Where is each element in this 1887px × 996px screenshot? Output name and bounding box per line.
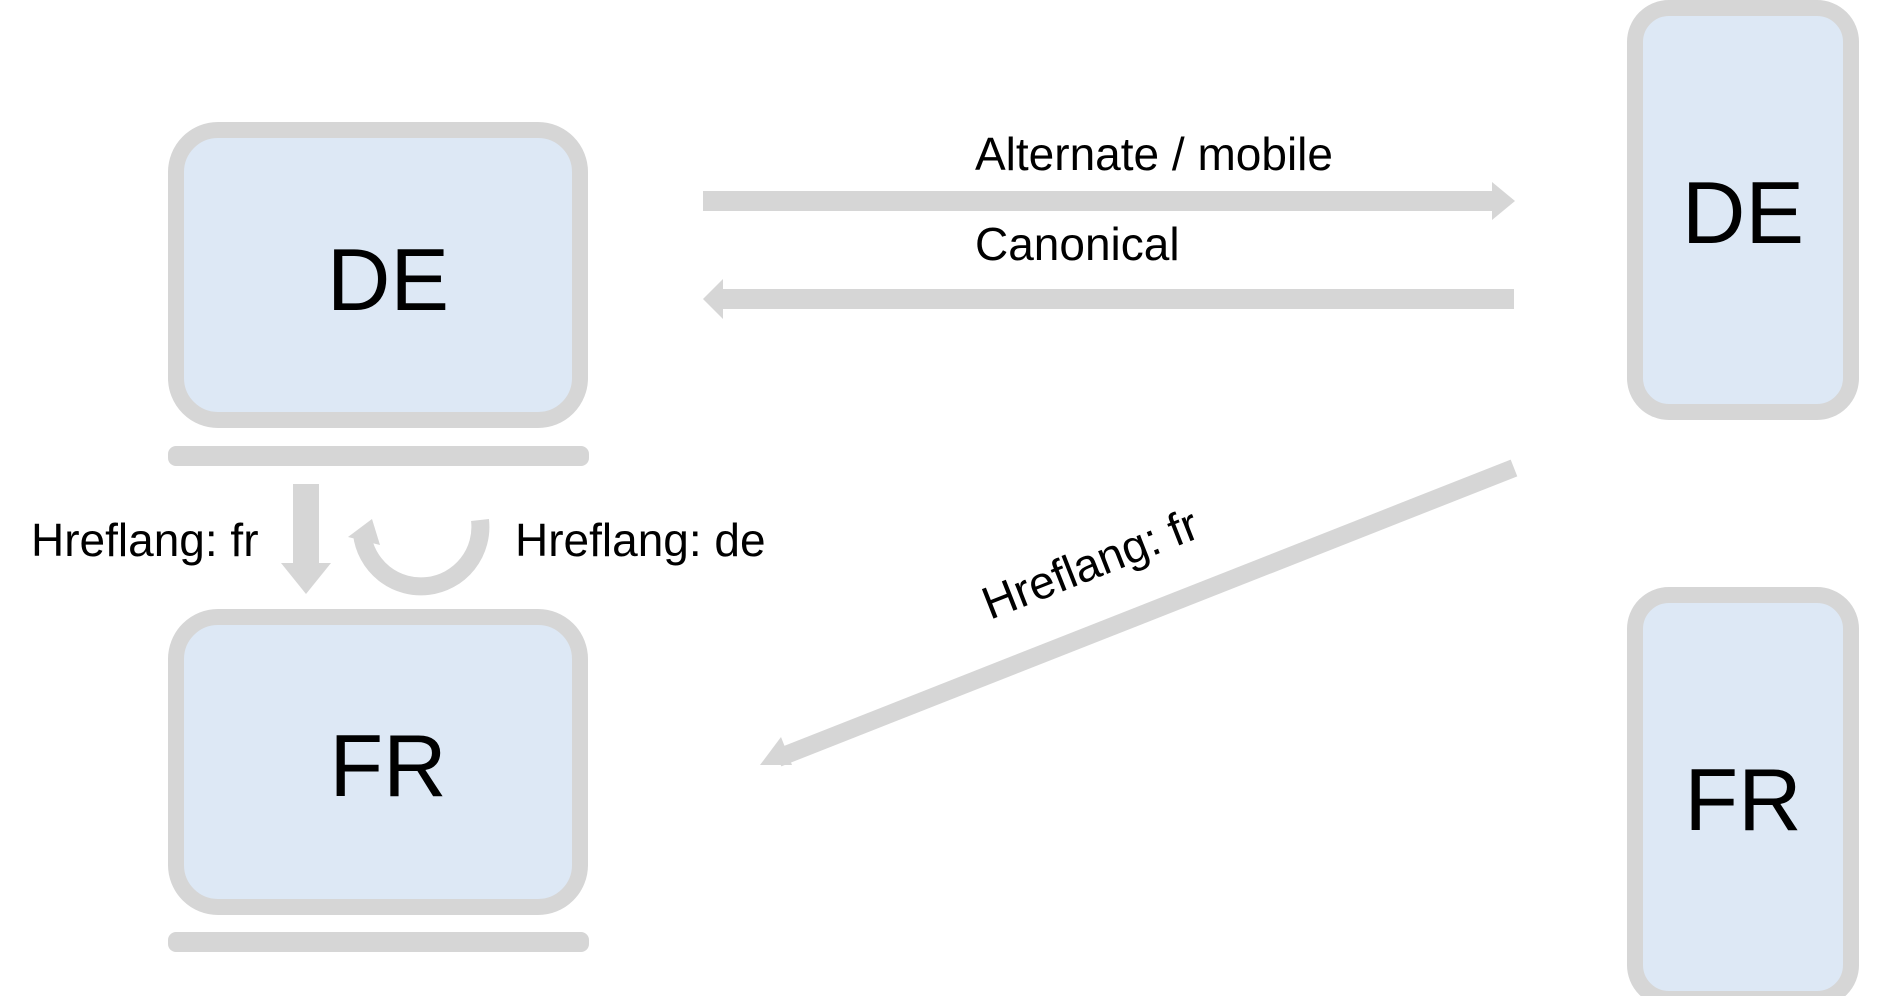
desktop-fr-device: FR [168, 609, 589, 952]
mobile-fr-label: FR [1684, 750, 1801, 849]
mobile-fr-device: FR [1627, 587, 1859, 996]
hreflang-de-curved-arrow-head [348, 519, 380, 545]
hreflang-fr-down-arrow-head [281, 563, 331, 594]
mobile-de-screen [1627, 0, 1859, 420]
hreflang-fr-down-arrow-shaft [293, 484, 319, 566]
hreflang-fr-diagonal-arrow-shaft [774, 459, 1518, 767]
canonical-arrow-head [703, 279, 723, 319]
hreflang-fr-down-arrow [281, 484, 331, 594]
desktop-de-device: DE [168, 122, 589, 466]
hreflang-de-desktop-label: Hreflang: de [515, 514, 766, 566]
hreflang-fr-diagonal-arrow [760, 459, 1518, 767]
hreflang-de-curved-arrow-shaft [353, 518, 490, 596]
desktop-fr-screen [168, 609, 588, 915]
mobile-de-label: DE [1682, 163, 1804, 262]
desktop-de-base [168, 446, 589, 466]
desktop-fr-base [168, 932, 589, 952]
canonical-arrow-shaft [722, 289, 1514, 309]
alternate-arrow-shaft [703, 191, 1493, 211]
hreflang-fr-diagonal-arrow-head [760, 737, 792, 765]
mobile-fr-screen [1627, 587, 1859, 996]
alternate-label: Alternate / mobile [975, 128, 1333, 180]
mobile-de-device: DE [1627, 0, 1859, 420]
desktop-de-label: DE [327, 230, 449, 329]
alternate-arrow [703, 182, 1515, 220]
desktop-fr-label: FR [329, 716, 446, 815]
canonical-arrow [703, 279, 1514, 319]
hreflang-fr-desktop-label: Hreflang: fr [31, 514, 259, 566]
alternate-arrow-head [1492, 182, 1515, 220]
hreflang-de-curved-arrow [348, 518, 490, 596]
canonical-label: Canonical [975, 218, 1180, 270]
desktop-de-screen [168, 122, 588, 428]
